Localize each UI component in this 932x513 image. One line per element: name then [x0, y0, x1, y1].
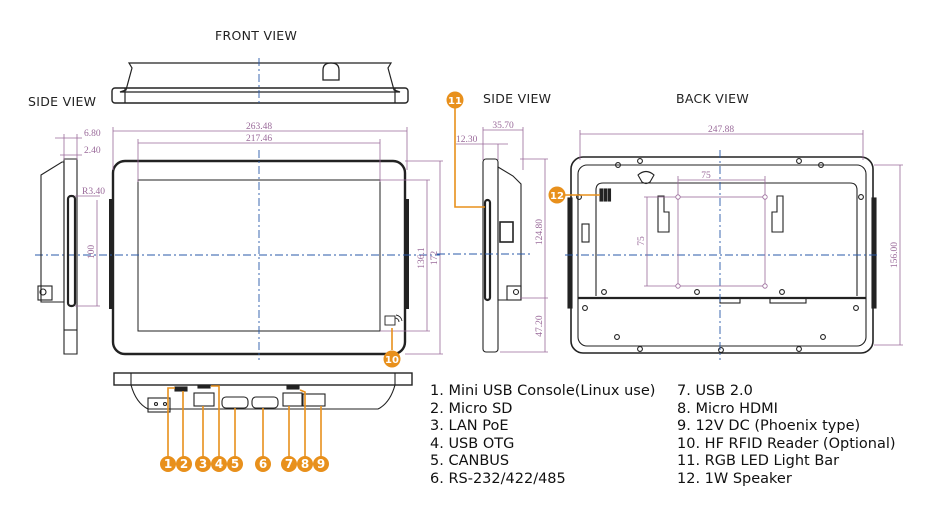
callout-badge-2: 2: [176, 456, 192, 472]
front-view: [35, 150, 440, 360]
callout-badge-12: 12: [548, 186, 566, 204]
legend-item-9: 9. 12V DC (Phoenix type): [677, 418, 861, 435]
callout-badge-9: 9: [313, 456, 329, 472]
dim-bezel-depth: 6.80: [84, 129, 101, 139]
legend-item-3: 3. LAN PoE: [430, 418, 509, 435]
svg-text:1: 1: [164, 457, 172, 471]
front-view-title: FRONT VIEW: [215, 28, 298, 43]
svg-text:6: 6: [259, 457, 267, 471]
back-view: [565, 150, 880, 360]
callout-badge-3: 3: [195, 456, 211, 472]
legend-right: 7. USB 2.0 8. Micro HDMI 9. 12V DC (Phoe…: [677, 383, 896, 489]
legend-item-1: 1. Mini USB Console(Linux use): [430, 383, 656, 399]
back-dimensions: [579, 130, 903, 346]
dim-front-depth: 12.30: [456, 135, 478, 145]
svg-text:5: 5: [231, 457, 239, 471]
callout-badge-8: 8: [297, 456, 313, 472]
legend-item-2: 2. Micro SD: [430, 400, 513, 417]
callout-badge-5: 5: [227, 456, 243, 472]
dim-side-upper: 124.80: [535, 219, 545, 245]
dim-glass-depth: 2.40: [84, 146, 101, 156]
legend-item-10: 10. HF RFID Reader (Optional): [677, 435, 896, 452]
side-view-right: [437, 158, 530, 353]
svg-text:7: 7: [285, 457, 293, 471]
legend-item-7: 7. USB 2.0: [677, 383, 753, 399]
back-view-title: BACK VIEW: [676, 91, 750, 106]
svg-text:12: 12: [550, 191, 564, 202]
legend-item-11: 11. RGB LED Light Bar: [677, 453, 840, 470]
top-view: [111, 58, 409, 106]
dim-light-bar-length: 100: [87, 245, 97, 260]
side-view-right-title: SIDE VIEW: [483, 91, 552, 106]
dim-vesa-horizontal: 75: [701, 171, 711, 181]
callout-badge-7: 7: [281, 456, 297, 472]
callout-badge-11: 11: [446, 91, 464, 109]
dim-corner-radius: R3.40: [82, 187, 105, 197]
callout-badge-1: 1: [160, 456, 176, 472]
svg-text:10: 10: [385, 355, 399, 366]
legend-left: 1. Mini USB Console(Linux use) 2. Micro …: [430, 383, 655, 489]
svg-text:9: 9: [317, 457, 325, 471]
callout-badge-10: 10: [383, 350, 401, 368]
dim-back-height: 156.00: [890, 242, 900, 268]
callout-badge-6: 6: [255, 456, 271, 472]
svg-text:4: 4: [215, 457, 223, 471]
dim-overall-width: 263.48: [246, 122, 272, 132]
svg-text:2: 2: [180, 457, 188, 471]
side-view-left: [37, 158, 78, 355]
legend-item-6: 6. RS-232/422/485: [430, 470, 566, 487]
svg-text:3: 3: [199, 457, 207, 471]
callout-badge-4: 4: [211, 456, 227, 472]
dim-overall-height: 172: [430, 251, 440, 266]
legend-item-8: 8. Micro HDMI: [677, 400, 778, 417]
dim-vesa-vertical: 75: [637, 236, 647, 246]
callout-leaders: [167, 103, 600, 460]
legend-item-5: 5. CANBUS: [430, 453, 510, 470]
dim-display-width: 217.46: [246, 134, 272, 144]
side-right-dimensions: [456, 127, 548, 353]
side-view-left-title: SIDE VIEW: [28, 94, 97, 109]
dim-back-width: 247.88: [708, 125, 734, 135]
legend-item-4: 4. USB OTG: [430, 435, 515, 452]
dim-total-depth: 35.70: [492, 121, 514, 131]
side-left-dimensions: [55, 134, 100, 307]
front-dimensions: [112, 127, 443, 355]
dim-side-lower: 47.20: [535, 315, 545, 337]
svg-text:11: 11: [448, 96, 462, 107]
svg-text:8: 8: [301, 457, 309, 471]
legend-item-12: 12. 1W Speaker: [677, 470, 792, 487]
dim-display-height: 136.1: [417, 247, 427, 269]
